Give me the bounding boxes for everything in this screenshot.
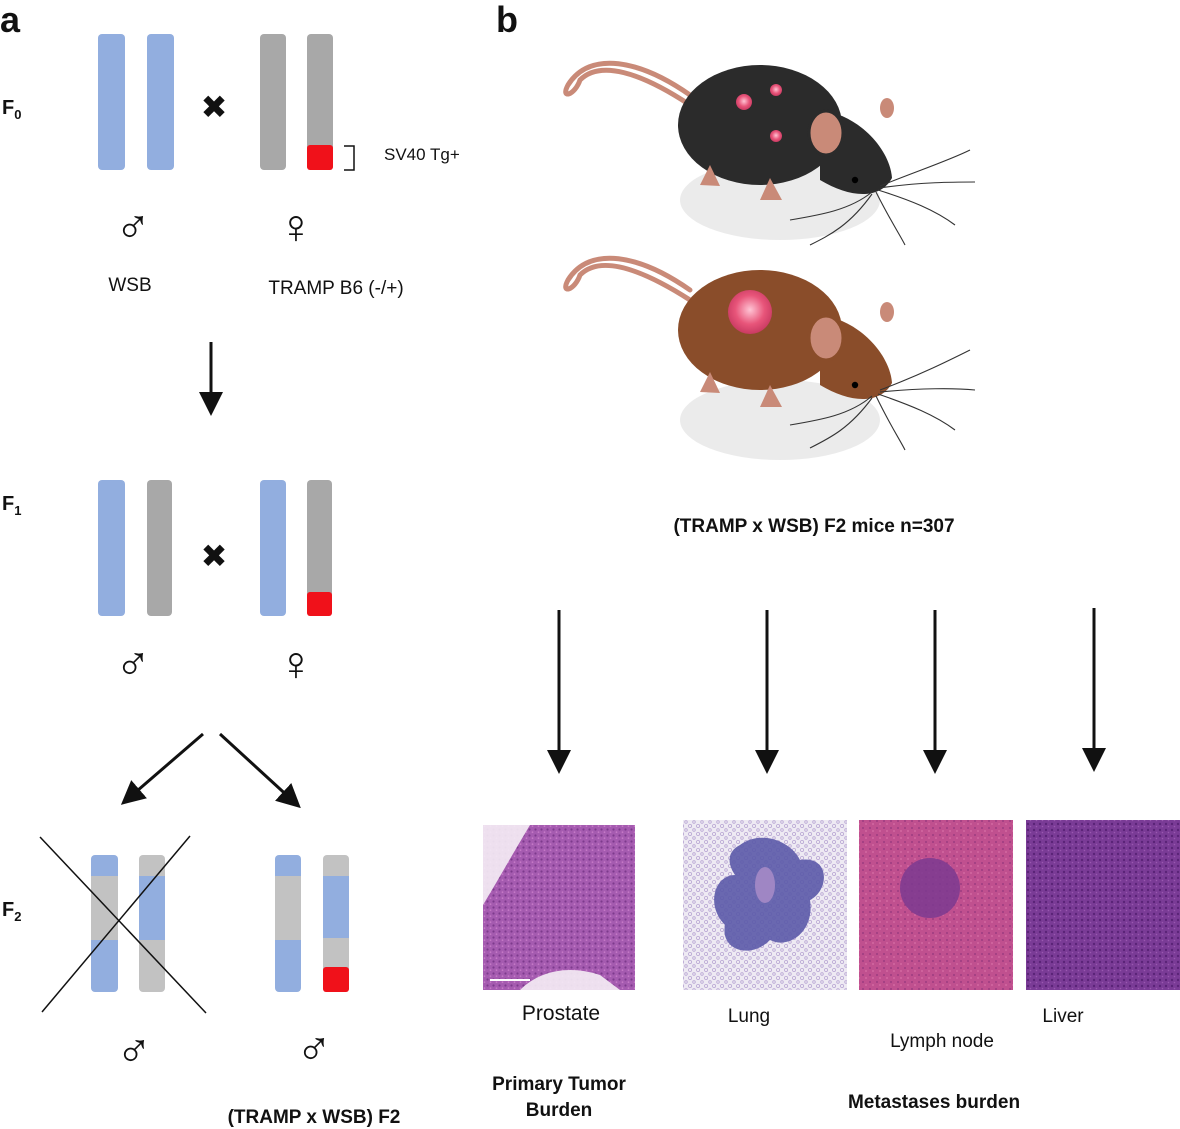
exclusion-line-2 <box>41 835 191 1013</box>
arrow-f1-to-f2-left <box>120 732 204 805</box>
f1-transgene-marker <box>307 592 332 616</box>
prostate-histology-image <box>483 825 635 990</box>
f1-female-chromosome-2 <box>307 480 332 616</box>
tissue-label-prostate: Prostate <box>522 1002 600 1025</box>
f2-excluded-chromosomes <box>39 835 207 1014</box>
b6-chromosome-1 <box>260 34 286 170</box>
arrow-f1-to-f2-right <box>218 732 301 809</box>
mice-caption: (TRAMP x WSB) F2 mice n=307 <box>673 516 954 537</box>
tissue-label-liver: Liver <box>1042 1006 1084 1027</box>
cross-icon-f1: ✖ <box>201 538 228 574</box>
primary-tumor-label-line1: Primary Tumor <box>492 1074 626 1095</box>
transgene-label: SV40 Tg+ <box>384 145 460 164</box>
b6-chromosome-2 <box>307 34 333 170</box>
panel-label-a: a <box>0 0 21 40</box>
f0-label: F0 <box>2 97 21 122</box>
wsb-chromosome-2 <box>147 34 174 170</box>
sv40-transgene-marker <box>307 145 333 170</box>
f1-male-chromosome-2 <box>147 480 172 616</box>
tissue-label-lung: Lung <box>728 1006 770 1027</box>
brown-mouse-illustration <box>563 255 976 460</box>
lung-histology-image <box>683 820 847 990</box>
metastases-burden-label: Metastases burden <box>848 1092 1020 1113</box>
f2-selected-chromosomes <box>275 855 349 992</box>
male-icon-f1: ♂ <box>115 638 151 691</box>
wsb-chromosome-1 <box>98 34 125 170</box>
f2-caption: (TRAMP x WSB) F2 <box>228 1107 401 1128</box>
strain-label-tramp: TRAMP B6 (-/+) <box>268 278 403 299</box>
f1-label: F1 <box>2 493 21 518</box>
transgene-bracket <box>344 145 355 171</box>
f1-female-chromosome-1 <box>260 480 286 616</box>
male-icon-f2-right: ♂ <box>296 1023 332 1076</box>
female-icon-f0: ♀ <box>278 201 314 254</box>
exclusion-line-1 <box>39 836 207 1014</box>
cross-icon-f0: ✖ <box>201 89 228 125</box>
primary-tumor-label-line2: Burden <box>526 1100 593 1121</box>
tissue-label-lymph-node: Lymph node <box>890 1031 994 1052</box>
black-mouse-illustration <box>563 60 976 246</box>
f2-transgene-marker <box>323 967 349 992</box>
f1-male-chromosome-1 <box>98 480 125 616</box>
male-icon-f2-left: ♂ <box>116 1025 152 1078</box>
f2-label: F2 <box>2 899 21 924</box>
lymph-node-histology-image <box>859 820 1013 990</box>
panel-label-b: b <box>496 0 518 40</box>
liver-histology-image <box>1026 820 1180 990</box>
female-icon-f1: ♀ <box>278 638 314 691</box>
male-icon-f0: ♂ <box>115 201 151 254</box>
strain-label-wsb: WSB <box>108 275 151 296</box>
